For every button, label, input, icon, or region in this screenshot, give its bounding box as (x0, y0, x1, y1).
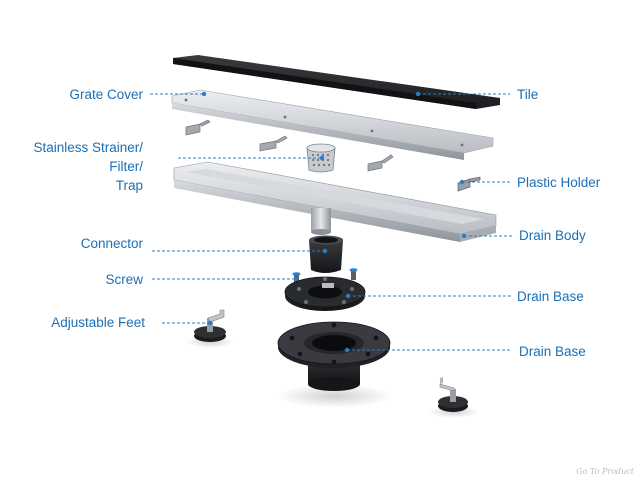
label-drain-base-lower: Drain Base (519, 344, 586, 359)
adjustable-foot-left-part (186, 309, 234, 348)
label-adjustable-feet: Adjustable Feet (51, 315, 145, 330)
grate-cover-part (171, 89, 494, 160)
label-plastic-holder: Plastic Holder (517, 175, 601, 190)
strainer-part (306, 143, 336, 173)
label-strainer-line1: Stainless Strainer/ (33, 140, 143, 155)
bracket-part (185, 119, 394, 172)
drain-base-upper-part (284, 276, 366, 311)
leader-lines (150, 93, 512, 351)
label-strainer-line2: Filter/ (109, 159, 143, 174)
label-tile: Tile (517, 87, 539, 102)
leader-dots (201, 91, 467, 353)
label-strainer-line3: Trap (115, 178, 143, 193)
label-screw: Screw (105, 272, 143, 287)
label-grate-cover: Grate Cover (69, 87, 143, 102)
label-drain-base-upper: Drain Base (517, 289, 584, 304)
label-stainless-strainer: Stainless Strainer/ Filter/ Trap (33, 138, 143, 195)
label-drain-body: Drain Body (519, 228, 586, 243)
adjustable-foot-right-part (428, 377, 480, 418)
label-connector: Connector (80, 236, 143, 251)
drain-body-part (173, 161, 497, 242)
connector-part (309, 235, 343, 273)
drain-base-lower-part (277, 321, 393, 408)
watermark: Go To Product (576, 467, 634, 476)
